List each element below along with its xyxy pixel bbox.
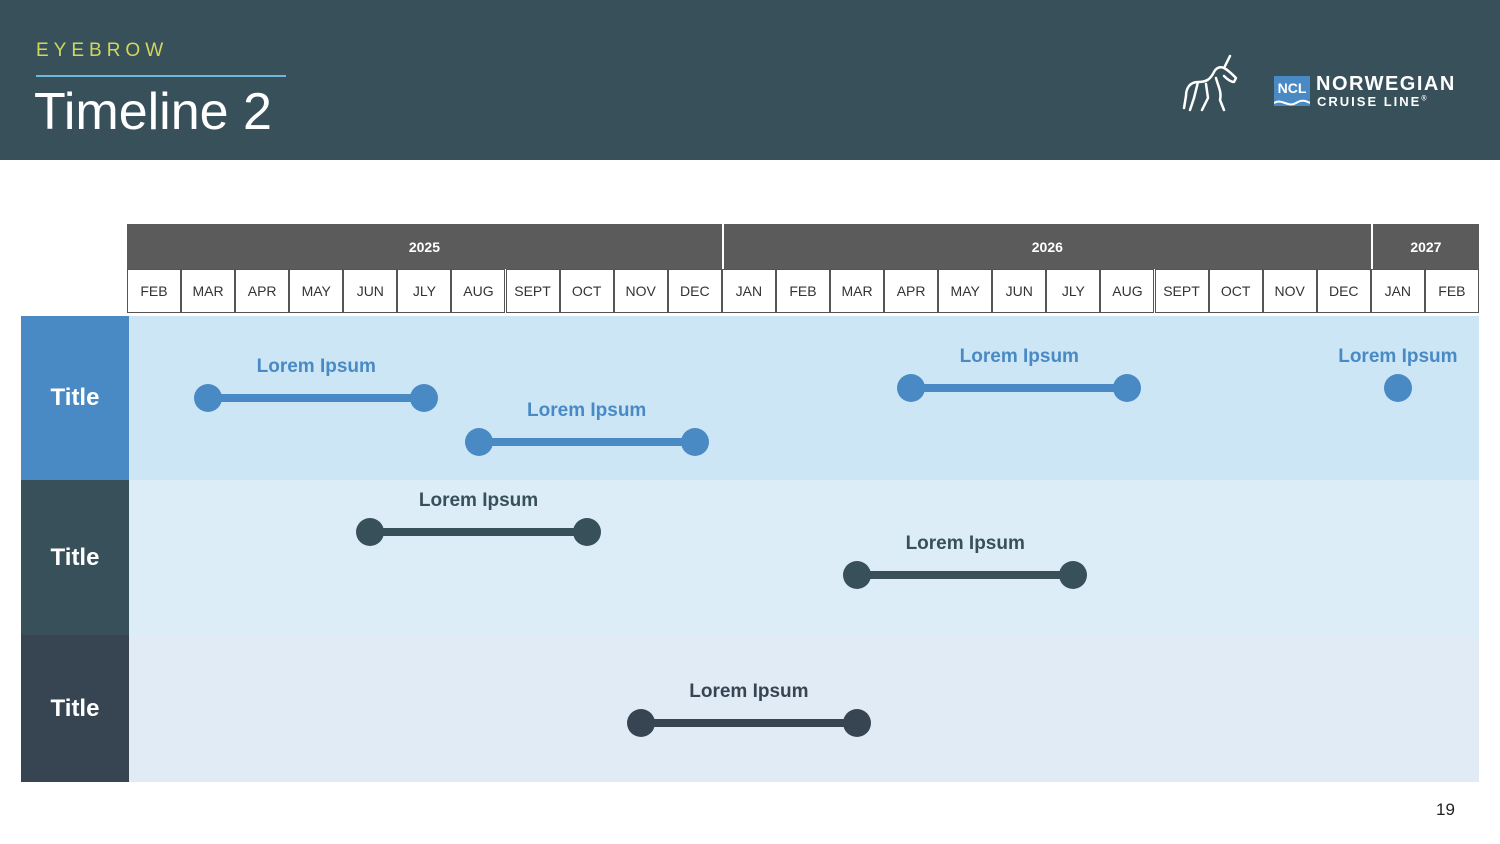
row-title: Title — [21, 480, 129, 635]
event-start-dot — [356, 518, 385, 546]
page-number: 19 — [1436, 800, 1455, 819]
month-cell: NOV — [1262, 269, 1317, 313]
month-cell: OCT — [559, 269, 614, 313]
month-cell: SEPT — [505, 269, 560, 313]
eyebrow-divider — [36, 75, 286, 77]
event-start-dot — [626, 709, 655, 737]
month-cell: FEB — [127, 269, 181, 313]
month-cell: MAR — [830, 269, 885, 313]
event-end-dot — [572, 518, 601, 546]
month-cell: JUN — [992, 269, 1047, 313]
row-title: Title — [21, 316, 129, 480]
event-span-bar — [857, 571, 1074, 579]
event-span-bar — [911, 384, 1128, 392]
month-cell: DEC — [1316, 269, 1371, 313]
brand-name-text: CRUISE LINE — [1317, 94, 1422, 109]
month-cell: APR — [884, 269, 939, 313]
brand-name-line1: NORWEGIAN — [1316, 73, 1456, 95]
month-cell: APR — [235, 269, 290, 313]
event-span-bar — [208, 394, 425, 402]
event-label: Lorem Ipsum — [959, 346, 1079, 367]
row-band — [129, 480, 1479, 635]
header-band: EYEBROW Timeline 2 NCL NORWEGIAN CRUISE … — [0, 0, 1500, 160]
wave-icon — [1274, 99, 1310, 106]
month-cell: JAN — [1370, 269, 1425, 313]
event-label: Lorem Ipsum — [905, 533, 1025, 554]
month-cell: AUG — [1100, 269, 1155, 313]
unicorn-logo-icon — [1182, 54, 1238, 112]
year-cell-2026: 2026 — [721, 224, 1371, 269]
event-span-bar — [478, 438, 695, 446]
page-title: Timeline 2 — [34, 83, 272, 141]
event-label: Lorem Ipsum — [256, 356, 376, 377]
event-span-bar — [640, 719, 858, 727]
row-title: Title — [21, 635, 129, 782]
event-label: Lorem Ipsum — [418, 490, 539, 511]
month-cell: SEPT — [1154, 269, 1209, 313]
brand-name-line2: CRUISE LINE® — [1317, 94, 1429, 109]
month-cell: OCT — [1208, 269, 1263, 313]
month-cell: FEB — [1424, 269, 1479, 313]
month-cell: MAY — [289, 269, 344, 313]
event-end-dot — [680, 428, 709, 456]
month-cell: JLY — [1046, 269, 1101, 313]
event-label: Lorem Ipsum — [689, 681, 809, 702]
eyebrow-text: EYEBROW — [36, 40, 169, 61]
event-label: Lorem Ipsum — [1338, 346, 1458, 367]
month-cell: AUG — [451, 269, 506, 313]
month-cell: JUN — [343, 269, 398, 313]
month-cell: MAR — [181, 269, 236, 313]
month-cell: NOV — [613, 269, 668, 313]
month-cell: JLY — [397, 269, 452, 313]
row-band — [129, 635, 1479, 782]
event-end-dot — [410, 384, 439, 412]
month-cell: FEB — [775, 269, 830, 313]
year-cell-2025: 2025 — [408, 238, 441, 255]
event-start-dot — [897, 374, 926, 402]
month-cell: DEC — [667, 269, 722, 313]
event-start-dot — [843, 561, 872, 589]
event-end-dot — [1113, 374, 1142, 402]
month-cell: JAN — [721, 269, 776, 313]
event-end-dot — [1059, 561, 1088, 589]
event-start-dot — [464, 428, 493, 456]
month-cell: MAY — [938, 269, 993, 313]
event-milestone-dot — [1383, 374, 1412, 402]
event-span-bar — [370, 528, 587, 536]
event-start-dot — [194, 384, 223, 412]
registered-mark: ® — [1421, 95, 1429, 103]
event-end-dot — [843, 709, 872, 737]
year-cell-2027: 2027 — [1370, 224, 1479, 269]
event-label: Lorem Ipsum — [527, 400, 647, 421]
